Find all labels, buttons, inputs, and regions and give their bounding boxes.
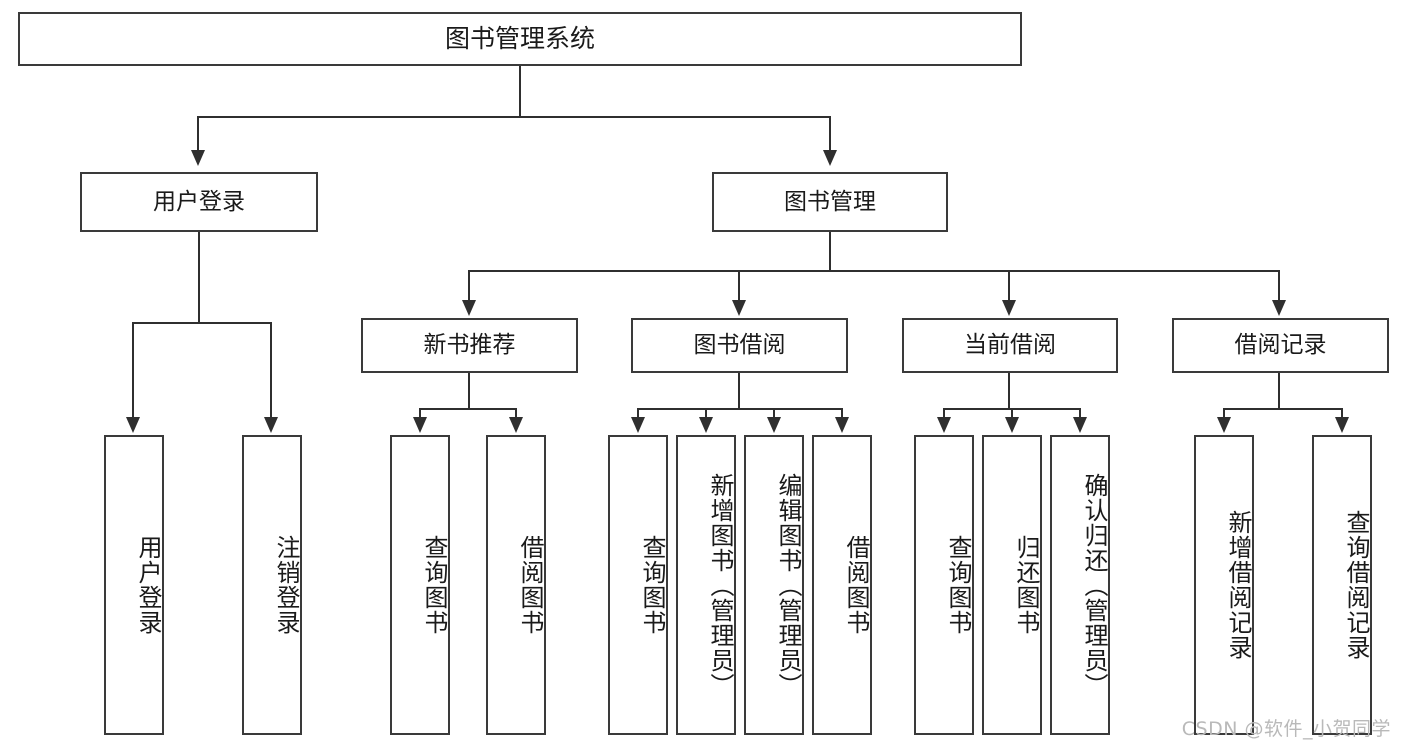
leaf-record-query-label: 查询借阅记录: [1342, 510, 1370, 660]
leaf-borrow-edit-book-label: 编辑图书（管理员）: [774, 472, 802, 698]
leaf-new-borrow-book[interactable]: 借阅图书: [486, 435, 546, 735]
edge-login-bus: [132, 322, 272, 324]
edge-borrow-bus: [637, 408, 843, 410]
node-current-borrow-label: 当前借阅: [964, 332, 1056, 359]
leaf-logout[interactable]: 注销登录: [242, 435, 302, 735]
edge-bookmgmt-bus: [468, 270, 1280, 272]
leaf-borrow-add-book[interactable]: 新增图书（管理员）: [676, 435, 736, 735]
edge-record-to-leaf2: [1341, 408, 1343, 419]
node-borrow-record-label: 借阅记录: [1234, 332, 1327, 359]
node-new-book-recommend[interactable]: 新书推荐: [361, 318, 578, 373]
arrow-record-to-leaf1: [1217, 417, 1231, 433]
leaf-record-add-label: 新增借阅记录: [1224, 510, 1252, 660]
arrow-borrow-to-leaf1: [631, 417, 645, 433]
edge-new-to-leaf1: [419, 408, 421, 419]
edge-root-stem: [519, 66, 521, 116]
node-new-book-recommend-label: 新书推荐: [423, 332, 516, 359]
arrow-login-to-leaf2: [264, 417, 278, 433]
leaf-borrow-edit-book[interactable]: 编辑图书（管理员）: [744, 435, 804, 735]
leaf-current-confirm-return-label: 确认归还（管理员）: [1080, 472, 1108, 698]
edge-current-to-leaf1: [943, 408, 945, 419]
edge-login-to-leaf2: [270, 322, 272, 419]
arrow-current-to-leaf3: [1073, 417, 1087, 433]
edge-new-bus: [419, 408, 517, 410]
node-book-borrow-label: 图书借阅: [693, 332, 786, 359]
node-borrow-record[interactable]: 借阅记录: [1172, 318, 1389, 373]
arrow-bookmgmt-to-borrow: [732, 300, 746, 316]
arrow-bookmgmt-to-new: [462, 300, 476, 316]
edge-borrow-to-leaf2: [705, 408, 707, 419]
edge-new-stem: [468, 373, 470, 408]
leaf-logout-label: 注销登录: [272, 535, 300, 635]
edge-bookmgmt-to-current: [1008, 270, 1010, 302]
leaf-borrow-query-book[interactable]: 查询图书: [608, 435, 668, 735]
edge-borrow-stem: [738, 373, 740, 408]
edge-root-to-login: [197, 116, 199, 152]
arrow-new-to-leaf1: [413, 417, 427, 433]
edge-new-to-leaf2: [515, 408, 517, 419]
edge-record-to-leaf1: [1223, 408, 1225, 419]
leaf-new-query-book[interactable]: 查询图书: [390, 435, 450, 735]
leaf-current-query-book[interactable]: 查询图书: [914, 435, 974, 735]
node-user-login[interactable]: 用户登录: [80, 172, 318, 232]
edge-bookmgmt-stem: [829, 232, 831, 270]
leaf-user-login-label: 用户登录: [134, 535, 162, 635]
arrow-borrow-to-leaf3: [767, 417, 781, 433]
arrow-borrow-to-leaf2: [699, 417, 713, 433]
edge-borrow-to-leaf4: [841, 408, 843, 419]
leaf-record-add[interactable]: 新增借阅记录: [1194, 435, 1254, 735]
arrow-root-to-login: [191, 150, 205, 166]
leaf-current-return-book[interactable]: 归还图书: [982, 435, 1042, 735]
leaf-user-login[interactable]: 用户登录: [104, 435, 164, 735]
arrow-current-to-leaf1: [937, 417, 951, 433]
leaf-current-confirm-return[interactable]: 确认归还（管理员）: [1050, 435, 1110, 735]
leaf-record-query[interactable]: 查询借阅记录: [1312, 435, 1372, 735]
leaf-borrow-query-book-label: 查询图书: [638, 535, 666, 635]
node-root[interactable]: 图书管理系统: [18, 12, 1022, 66]
node-current-borrow[interactable]: 当前借阅: [902, 318, 1118, 373]
node-root-label: 图书管理系统: [444, 23, 595, 53]
edge-bookmgmt-to-record: [1278, 270, 1280, 302]
arrow-root-to-bookmgmt: [823, 150, 837, 166]
leaf-borrow-borrow-book-label: 借阅图书: [842, 535, 870, 635]
arrow-bookmgmt-to-current: [1002, 300, 1016, 316]
arrow-borrow-to-leaf4: [835, 417, 849, 433]
node-book-management[interactable]: 图书管理: [712, 172, 948, 232]
node-user-login-label: 用户登录: [153, 188, 245, 215]
edge-bookmgmt-to-borrow: [738, 270, 740, 302]
edge-borrow-to-leaf3: [773, 408, 775, 419]
edge-record-stem: [1278, 373, 1280, 408]
node-book-borrow[interactable]: 图书借阅: [631, 318, 848, 373]
edge-root-to-bookmgmt: [829, 116, 831, 152]
leaf-new-query-book-label: 查询图书: [420, 535, 448, 635]
watermark: CSDN @软件_小贺同学: [1181, 718, 1391, 740]
arrow-bookmgmt-to-record: [1272, 300, 1286, 316]
leaf-new-borrow-book-label: 借阅图书: [516, 535, 544, 635]
leaf-current-query-book-label: 查询图书: [944, 535, 972, 635]
edge-current-stem: [1008, 373, 1010, 408]
edge-root-bus: [197, 116, 831, 118]
leaf-current-return-book-label: 归还图书: [1012, 535, 1040, 635]
edge-record-bus: [1223, 408, 1343, 410]
leaf-borrow-add-book-label: 新增图书（管理员）: [706, 472, 734, 698]
edge-bookmgmt-to-new: [468, 270, 470, 302]
node-book-management-label: 图书管理: [784, 188, 876, 215]
arrow-login-to-leaf1: [126, 417, 140, 433]
leaf-borrow-borrow-book[interactable]: 借阅图书: [812, 435, 872, 735]
edge-borrow-to-leaf1: [637, 408, 639, 419]
edge-login-stem: [198, 232, 200, 322]
edge-current-to-leaf2: [1011, 408, 1013, 419]
edge-current-to-leaf3: [1079, 408, 1081, 419]
edge-login-to-leaf1: [132, 322, 134, 419]
arrow-new-to-leaf2: [509, 417, 523, 433]
arrow-record-to-leaf2: [1335, 417, 1349, 433]
arrow-current-to-leaf2: [1005, 417, 1019, 433]
